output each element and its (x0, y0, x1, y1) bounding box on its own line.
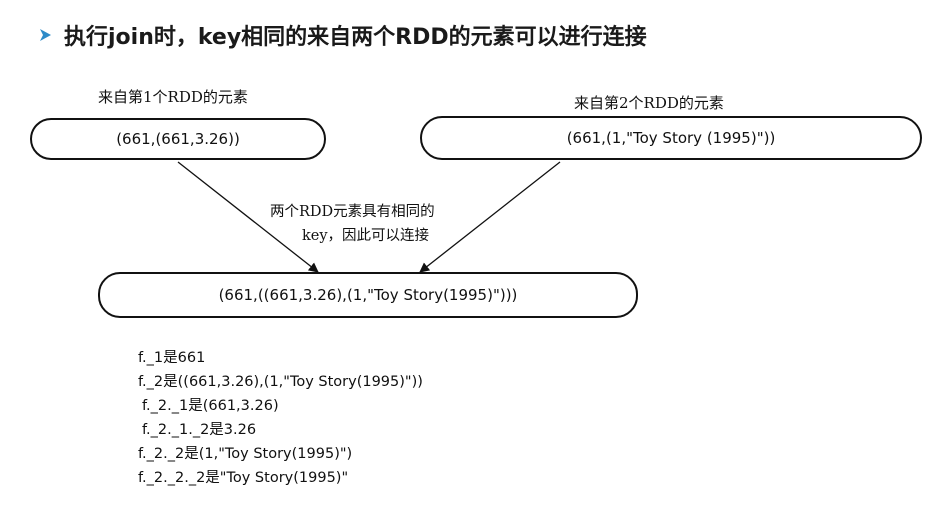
note-line: f._1是661 (138, 350, 206, 366)
note-line: f._2._2._2是"Toy Story(1995)" (138, 470, 349, 486)
right-join-arrow (419, 161, 561, 273)
edge-note-line-2: key，因此可以连接 (302, 228, 430, 244)
left-rdd-element-node: (661,(661,3.26)) (30, 118, 326, 160)
note-line: f._2是((661,3.26),(1,"Toy Story(1995)")) (138, 374, 423, 390)
field-access-notes: f._1是661 f._2是((661,3.26),(1,"Toy Story(… (138, 346, 423, 490)
arrow-bullet-icon (40, 29, 51, 41)
edge-note: 两个RDD元素具有相同的 key，因此可以连接 (270, 200, 435, 248)
note-line: f._2._1._2是3.26 (142, 422, 257, 438)
page-title: 执行join时，key相同的来自两个RDD的元素可以进行连接 (64, 25, 647, 50)
join-result-node: (661,((661,3.26),(1,"Toy Story(1995)"))) (98, 272, 638, 318)
note-line: f._2._1是(661,3.26) (142, 398, 279, 414)
note-line: f._2._2是(1,"Toy Story(1995)") (138, 446, 353, 462)
title-row: 执行join时，key相同的来自两个RDD的元素可以进行连接 (38, 16, 647, 54)
left-join-arrow (177, 161, 319, 273)
edge-note-line-1: 两个RDD元素具有相同的 (270, 204, 435, 220)
left-rdd-label: 来自第1个RDD的元素 (98, 88, 248, 106)
right-rdd-element-node: (661,(1,"Toy Story (1995)")) (420, 116, 922, 160)
right-rdd-label: 来自第2个RDD的元素 (574, 94, 724, 112)
